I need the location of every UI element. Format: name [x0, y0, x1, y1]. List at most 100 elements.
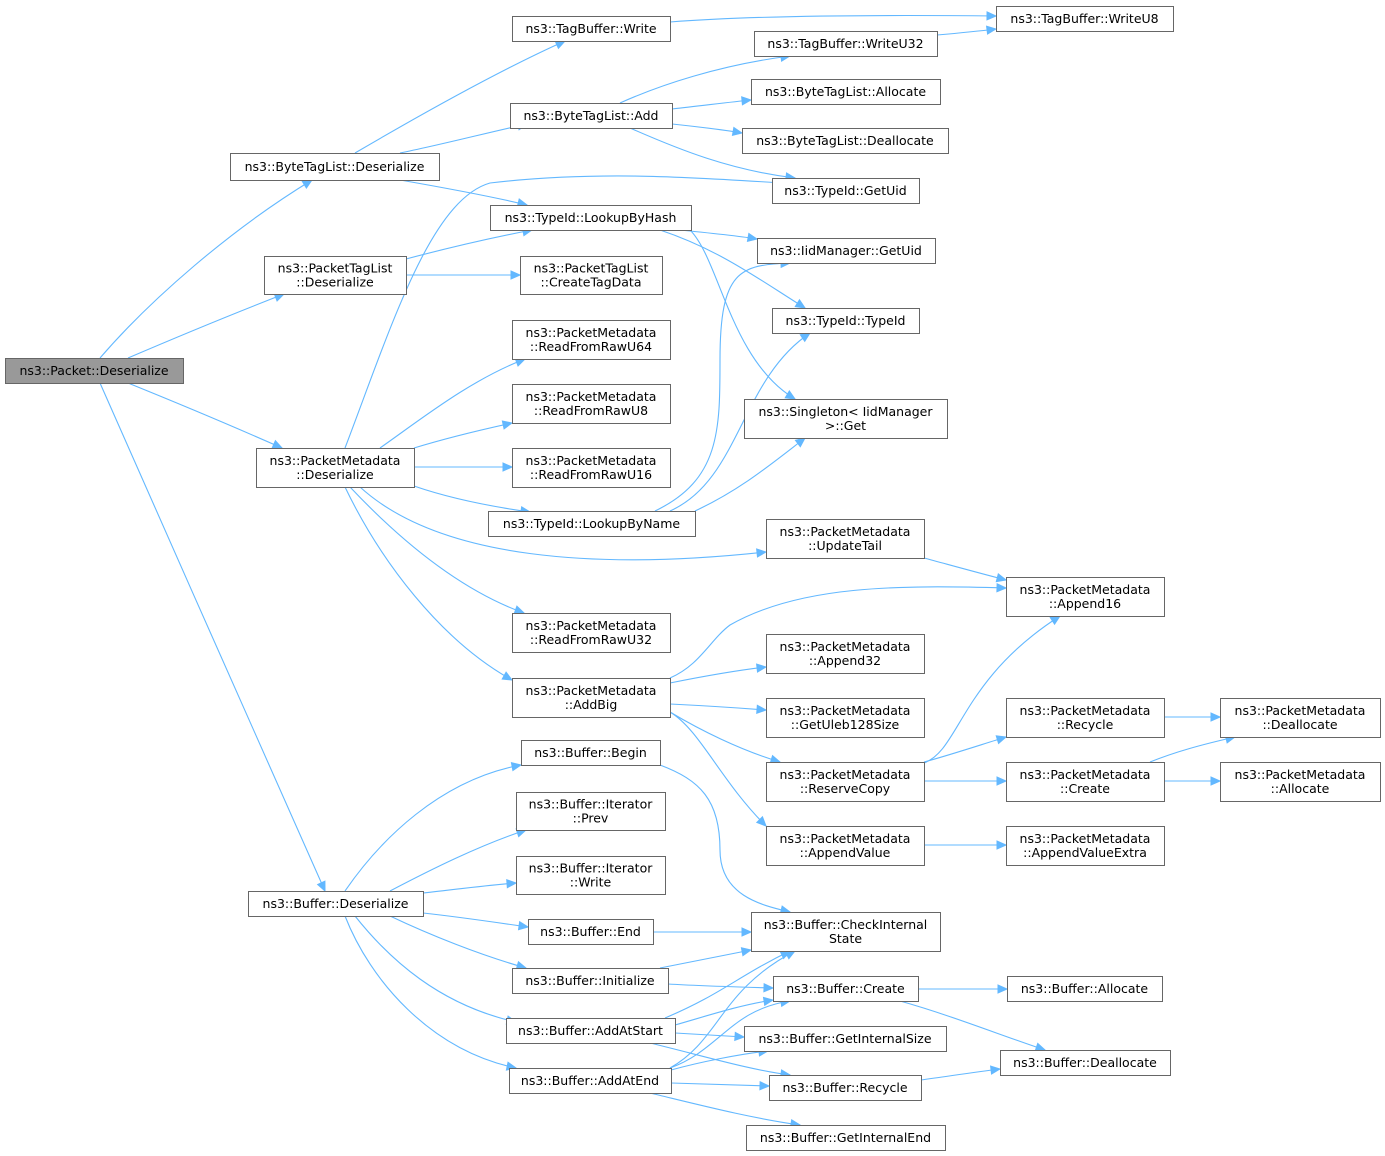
- node-pm-deallocate[interactable]: ns3::PacketMetadata::Deallocate: [1220, 698, 1381, 738]
- arrowhead-pm_getuleb128size: [756, 704, 768, 715]
- arrowhead-buffer_checkinternalstate: [741, 927, 753, 937]
- node-tagbuffer-write[interactable]: ns3::TagBuffer::Write: [512, 16, 671, 42]
- node-label: ::ReserveCopy: [800, 781, 891, 796]
- node-label: ns3::Buffer::GetInternalSize: [758, 1031, 931, 1046]
- node-tagbuffer-writeu32[interactable]: ns3::TagBuffer::WriteU32: [754, 31, 938, 57]
- node-label: ::Append16: [1049, 596, 1121, 611]
- edge-buffer_deserialize-to-buffer_iterator_prev: [389, 829, 527, 892]
- node-pm-readfromrawu8[interactable]: ns3::PacketMetadata::ReadFromRawU8: [512, 384, 671, 424]
- node-pm-append32[interactable]: ns3::PacketMetadata::Append32: [766, 634, 925, 674]
- node-singleton-get[interactable]: ns3::Singleton< IidManager>::Get: [744, 399, 948, 439]
- node-pm-recycle[interactable]: ns3::PacketMetadata::Recycle: [1006, 698, 1165, 738]
- edge-buffer_initialize-to-buffer_checkinternalstate: [659, 949, 752, 969]
- node-packetmetadata-deserialize[interactable]: ns3::PacketMetadata::Deserialize: [256, 448, 415, 488]
- node-buffer-getinternalsize[interactable]: ns3::Buffer::GetInternalSize: [744, 1026, 947, 1052]
- node-tagbuffer-writeu8[interactable]: ns3::TagBuffer::WriteU8: [996, 6, 1174, 32]
- node-label: ns3::TypeId::LookupByName: [503, 516, 680, 531]
- node-box: [996, 6, 1174, 32]
- node-buffer-getinternalend[interactable]: ns3::Buffer::GetInternalEnd: [746, 1125, 946, 1151]
- node-typeid-typeid[interactable]: ns3::TypeId::TypeId: [772, 308, 920, 334]
- node-buffer-initialize[interactable]: ns3::Buffer::Initialize: [512, 968, 669, 994]
- node-box: [248, 891, 424, 917]
- node-box: [5, 358, 184, 384]
- node-iidmanager-getuid[interactable]: ns3::IidManager::GetUid: [757, 238, 936, 264]
- node-pm-readfromrawu64[interactable]: ns3::PacketMetadata::ReadFromRawU64: [512, 320, 671, 360]
- edge-bytetaglist_add-to-typeid_getuid: [629, 127, 796, 179]
- edge-packet_deserialize-to-bytetaglist_deserialize: [99, 179, 313, 359]
- node-pm-appendvalueextra[interactable]: ns3::PacketMetadata::AppendValueExtra: [1006, 826, 1165, 866]
- node-buffer-iterator-write[interactable]: ns3::Buffer::Iterator::Write: [516, 856, 666, 895]
- node-packet-deserialize[interactable]: ns3::Packet::Deserialize: [5, 358, 184, 384]
- node-label: ns3::Buffer::Initialize: [525, 973, 655, 988]
- node-pm-appendvalue[interactable]: ns3::PacketMetadata::AppendValue: [766, 826, 925, 866]
- node-label: ns3::PacketMetadata: [780, 524, 911, 539]
- node-typeid-getuid[interactable]: ns3::TypeId::GetUid: [772, 178, 920, 204]
- node-typeid-lookupbyhash[interactable]: ns3::TypeId::LookupByHash: [490, 205, 692, 231]
- node-buffer-begin[interactable]: ns3::Buffer::Begin: [521, 740, 661, 766]
- node-pm-readfromrawu16[interactable]: ns3::PacketMetadata::ReadFromRawU16: [512, 448, 671, 488]
- node-pm-getuleb128size[interactable]: ns3::PacketMetadata::GetUleb128Size: [766, 698, 925, 738]
- node-label: ns3::PacketMetadata: [1020, 767, 1151, 782]
- edge-typeid_lookupbyhash-to-typeid_typeid: [659, 229, 806, 309]
- node-pm-create[interactable]: ns3::PacketMetadata::Create: [1006, 762, 1165, 802]
- node-buffer-deallocate[interactable]: ns3::Buffer::Deallocate: [1000, 1050, 1171, 1076]
- edge-buffer_addatstart-to-buffer_create: [674, 999, 774, 1026]
- arrowhead-buffer_deallocate: [989, 1065, 1002, 1075]
- node-buffer-allocate[interactable]: ns3::Buffer::Allocate: [1007, 976, 1163, 1002]
- node-buffer-create[interactable]: ns3::Buffer::Create: [773, 976, 919, 1002]
- node-bytetaglist-deallocate[interactable]: ns3::ByteTagList::Deallocate: [742, 128, 949, 154]
- arrowhead-buffer_recycle: [759, 1080, 771, 1091]
- node-packettaglist-deserialize[interactable]: ns3::PacketTagList::Deserialize: [264, 256, 407, 295]
- edge-buffer_deserialize-to-buffer_addatstart: [354, 915, 517, 1023]
- node-pm-reservecopy[interactable]: ns3::PacketMetadata::ReserveCopy: [766, 762, 925, 802]
- node-box: [516, 792, 666, 831]
- node-buffer-deserialize[interactable]: ns3::Buffer::Deserialize: [248, 891, 424, 917]
- node-label: ns3::Buffer::Deserialize: [263, 896, 409, 911]
- node-bytetaglist-add[interactable]: ns3::ByteTagList::Add: [510, 103, 673, 129]
- node-label: ::Append32: [809, 653, 881, 668]
- arrowhead-pm_addbig: [501, 671, 514, 681]
- edge-buffer_begin-to-buffer_checkinternalstate: [659, 764, 791, 913]
- node-box: [520, 256, 663, 295]
- node-pm-readfromrawu32[interactable]: ns3::PacketMetadata::ReadFromRawU32: [512, 613, 671, 653]
- node-box: [742, 128, 949, 154]
- node-label: ns3::ByteTagList::Deserialize: [245, 159, 425, 174]
- node-label: ns3::PacketMetadata: [1020, 703, 1151, 718]
- node-buffer-recycle[interactable]: ns3::Buffer::Recycle: [769, 1075, 922, 1101]
- node-packettaglist-createtagdata[interactable]: ns3::PacketTagList::CreateTagData: [520, 256, 663, 295]
- node-box: [744, 399, 948, 439]
- edge-pm_reservecopy-to-pm_recycle: [923, 736, 1007, 763]
- edge-typeid_lookupbyname-to-typeid_typeid: [669, 332, 811, 512]
- edge-tagbuffer_write-to-tagbuffer_writeu8: [669, 14, 997, 23]
- node-pm-allocate[interactable]: ns3::PacketMetadata::Allocate: [1220, 762, 1381, 802]
- node-bytetaglist-allocate[interactable]: ns3::ByteTagList::Allocate: [751, 79, 941, 105]
- node-pm-append16[interactable]: ns3::PacketMetadata::Append16: [1006, 577, 1165, 617]
- node-box: [509, 1068, 672, 1094]
- node-buffer-end[interactable]: ns3::Buffer::End: [528, 919, 654, 945]
- node-box: [264, 256, 407, 295]
- node-typeid-lookupbyname[interactable]: ns3::TypeId::LookupByName: [488, 511, 696, 537]
- node-pm-updatetail[interactable]: ns3::PacketMetadata::UpdateTail: [766, 519, 925, 559]
- edge-typeid_lookupbyname-to-iidmanager_getuid: [654, 262, 791, 512]
- node-box: [766, 634, 925, 674]
- edge-bytetaglist_deserialize-to-tagbuffer_write: [354, 40, 566, 154]
- node-label: ns3::PacketMetadata: [780, 703, 911, 718]
- node-label: ::ReadFromRawU8: [534, 403, 648, 418]
- node-buffer-addatstart[interactable]: ns3::Buffer::AddAtStart: [506, 1018, 676, 1044]
- arrowhead-pm_append16: [1049, 615, 1062, 626]
- edge-packetmetadata_deserialize-to-pm_addbig: [344, 486, 513, 681]
- node-box: [1000, 1050, 1171, 1076]
- node-label: ns3::TagBuffer::WriteU32: [767, 36, 923, 51]
- arrowhead-singleton_get: [794, 437, 806, 448]
- node-buffer-iterator-prev[interactable]: ns3::Buffer::Iterator::Prev: [516, 792, 666, 831]
- node-box: [1007, 976, 1163, 1002]
- arrowhead-tagbuffer_writeu8: [985, 25, 998, 35]
- arrowhead-tagbuffer_write: [554, 40, 567, 50]
- node-box: [1006, 698, 1165, 738]
- node-bytetaglist-deserialize[interactable]: ns3::ByteTagList::Deserialize: [230, 153, 440, 181]
- node-pm-addbig[interactable]: ns3::PacketMetadata::AddBig: [512, 678, 671, 718]
- edge-packetmetadata_deserialize-to-typeid_getuid: [344, 175, 783, 449]
- node-buffer-addatend[interactable]: ns3::Buffer::AddAtEnd: [509, 1068, 672, 1094]
- edge-pm_addbig-to-pm_getuleb128size: [669, 703, 767, 711]
